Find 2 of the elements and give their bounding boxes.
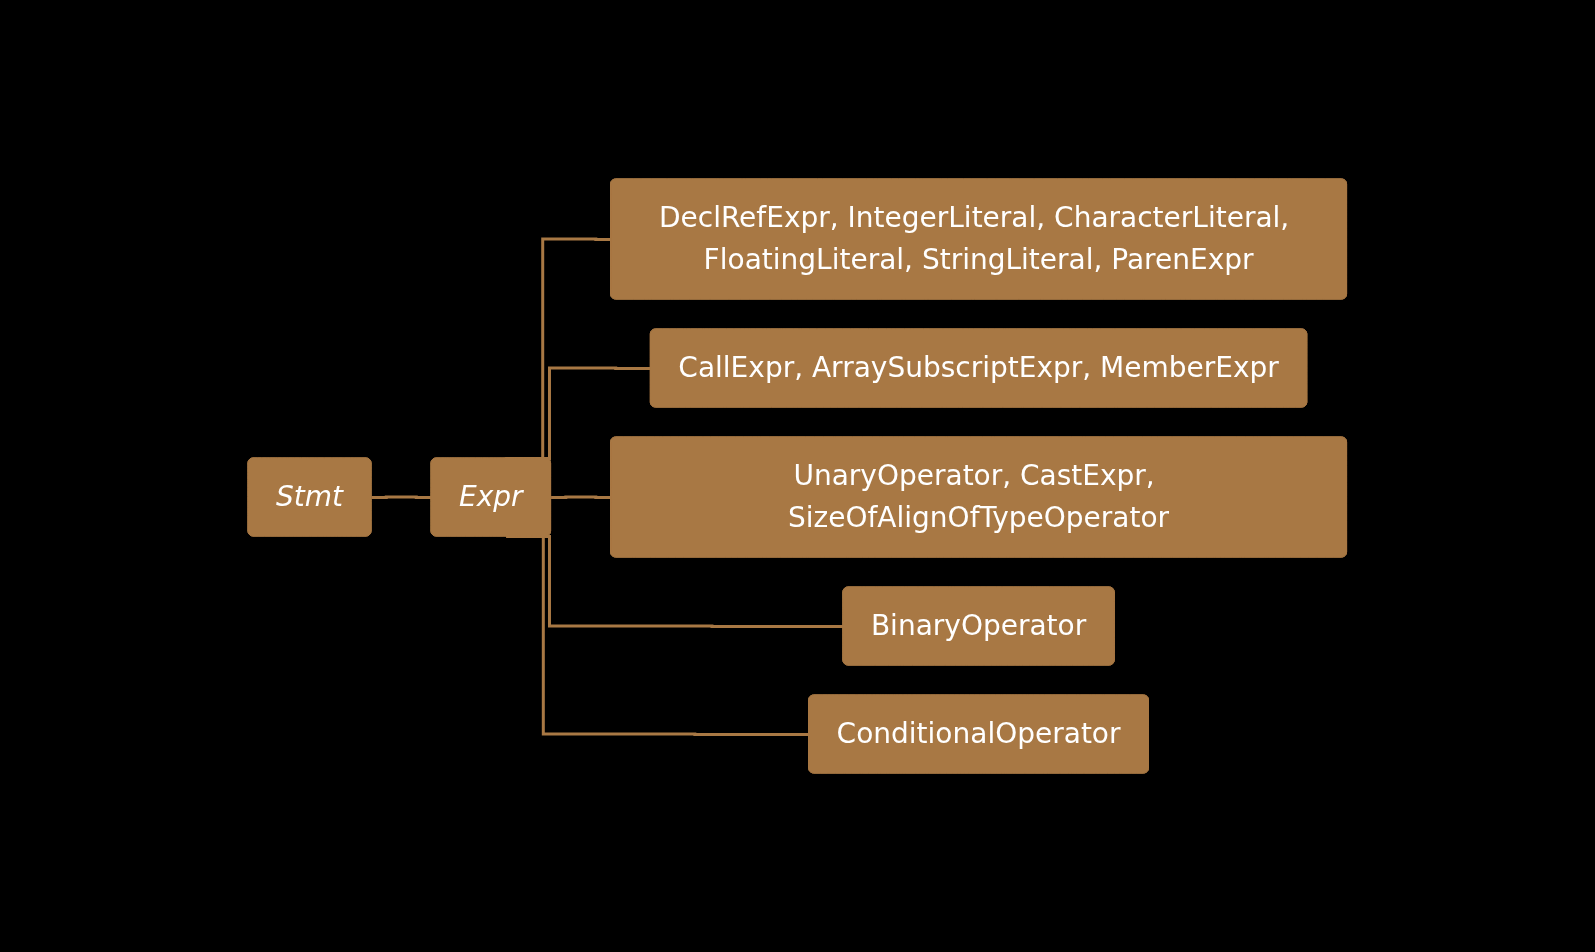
- connector: [551, 495, 612, 499]
- connector: [371, 495, 432, 499]
